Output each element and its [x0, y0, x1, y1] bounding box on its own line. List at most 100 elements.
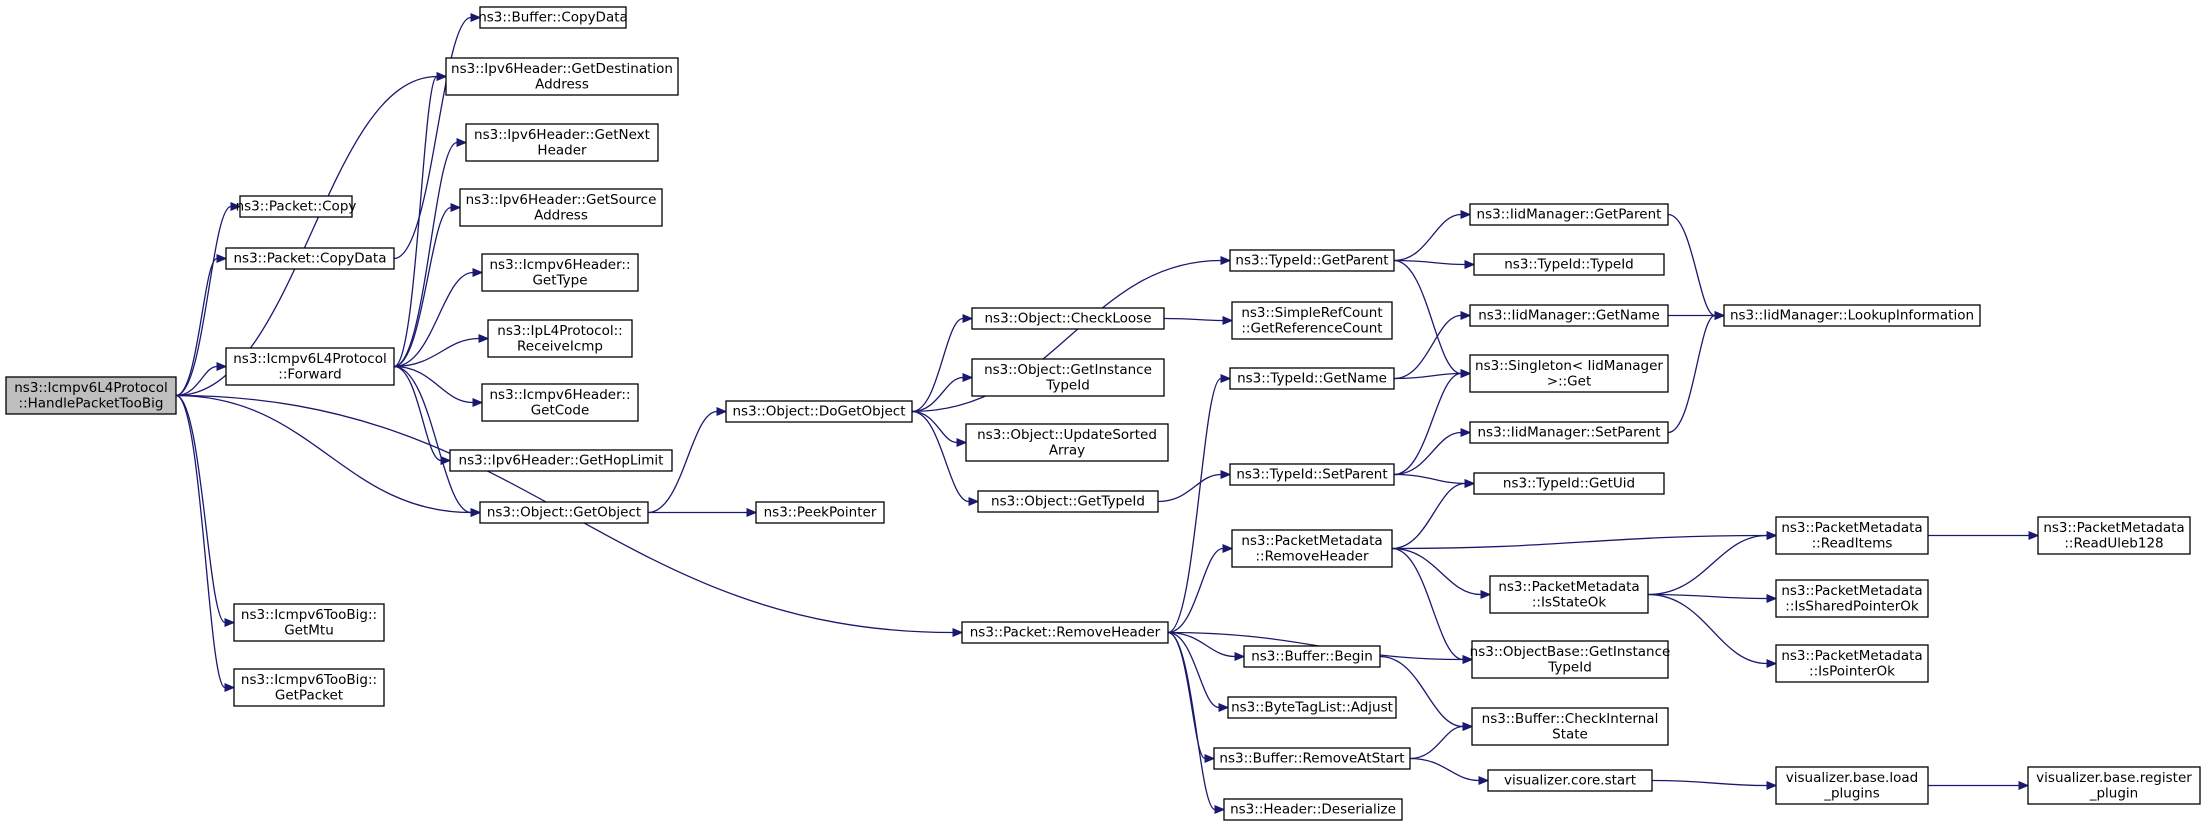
arrow-head-icon [968, 496, 980, 507]
edge-line [1409, 725, 1464, 760]
node-label: ns3::TypeId::TypeId [1504, 257, 1634, 273]
node-label: ::RemoveHeader [1255, 548, 1368, 564]
node-box [481, 253, 639, 292]
node-object-gettypeid[interactable]: ns3::Object::GetTypeId [977, 490, 1159, 513]
node-box [1229, 367, 1395, 390]
arrow-head-icon [224, 617, 236, 628]
node-packet-copydata[interactable]: ns3::Packet::CopyData [225, 247, 395, 270]
node-box [225, 347, 395, 386]
node-icmpv6-getcode[interactable]: ns3::Icmpv6Header::GetCode [481, 383, 639, 422]
node-typeid-getuid[interactable]: ns3::TypeId::GetUid [1473, 472, 1665, 495]
edge-iidm-setparent-to-iidm-lookup [1667, 310, 1726, 434]
node-pm-readitems[interactable]: ns3::PacketMetadata::ReadItems [1775, 516, 1929, 555]
node-toobig-getmtu[interactable]: ns3::Icmpv6TooBig::GetMtu [233, 603, 385, 642]
node-typeid-typeid[interactable]: ns3::TypeId::TypeId [1473, 253, 1665, 276]
node-ipv6-gethoplimit[interactable]: ns3::Ipv6Header::GetHopLimit [449, 449, 673, 472]
node-singleton-get[interactable]: ns3::Singleton< IidManager>::Get [1469, 354, 1669, 393]
node-buffer-removeatstart[interactable]: ns3::Buffer::RemoveAtStart [1213, 747, 1411, 770]
node-label: ns3::Icmpv6Header:: [490, 387, 631, 403]
node-label: ns3::IidManager::LookupInformation [1730, 308, 1974, 324]
node-iidm-setparent[interactable]: ns3::IidManager::SetParent [1469, 421, 1669, 444]
node-label: ns3::Object::DoGetObject [732, 404, 905, 420]
node-object-getobject[interactable]: ns3::Object::GetObject [479, 501, 649, 524]
edge-icmp-forward-to-ipl4-receiveicmp [393, 333, 490, 368]
node-pm-ispointerok[interactable]: ns3::PacketMetadata::IsPointerOk [1775, 644, 1929, 683]
node-visualizer-base-load[interactable]: visualizer.base.load_plugins [1775, 766, 1929, 805]
arrow-head-icon [1478, 775, 1490, 786]
node-bytetaglist-adjust[interactable]: ns3::ByteTagList::Adjust [1227, 696, 1397, 719]
node-iidm-lookup[interactable]: ns3::IidManager::LookupInformation [1723, 304, 1981, 327]
edge-line [393, 365, 442, 462]
node-box [961, 621, 1169, 644]
edge-object-getobject-to-object-dogetobject [647, 406, 728, 514]
node-pm-issharedpointerok[interactable]: ns3::PacketMetadata::IsSharedPointerOk [1775, 579, 1929, 618]
node-label: ns3::Icmpv6Header:: [490, 257, 631, 273]
edge-packet-copydata-to-buffer-copydata [393, 12, 482, 260]
arrow-head-icon [1220, 469, 1232, 480]
node-iidm-getname[interactable]: ns3::IidManager::GetName [1469, 304, 1669, 327]
edge-line [647, 410, 718, 514]
node-pm-readuleb128[interactable]: ns3::PacketMetadata::ReadUleb128 [2037, 516, 2191, 555]
node-packet-removeheader[interactable]: ns3::Packet::RemoveHeader [961, 621, 1169, 644]
node-typeid-getparent[interactable]: ns3::TypeId::GetParent [1229, 249, 1395, 272]
node-typeid-getname[interactable]: ns3::TypeId::GetName [1229, 367, 1395, 390]
node-icmp-forward[interactable]: ns3::Icmpv6L4Protocol::Forward [225, 347, 395, 386]
arrow-head-icon [2028, 530, 2040, 541]
node-pm-removeheader[interactable]: ns3::PacketMetadata::RemoveHeader [1231, 529, 1393, 568]
node-label: ::ReadItems [1812, 535, 1893, 551]
edge-line [1167, 547, 1224, 634]
node-box [971, 307, 1165, 330]
edge-line [1667, 213, 1716, 317]
node-icmpv6-gettype[interactable]: ns3::Icmpv6Header::GetType [481, 253, 639, 292]
node-pm-isstateok[interactable]: ns3::PacketMetadata::IsStateOk [1489, 575, 1649, 614]
node-object-dogetobject[interactable]: ns3::Object::DoGetObject [725, 400, 913, 423]
arrow-head-icon [962, 372, 974, 383]
node-label: TypeId [1045, 377, 1090, 393]
edge-icmp-forward-to-object-getobject [393, 365, 482, 518]
edge-line [1379, 655, 1464, 728]
node-header-deserialize[interactable]: ns3::Header::Deserialize [1223, 798, 1403, 821]
node-box [755, 501, 885, 524]
edge-object-getobject-to-peekpointer [647, 507, 758, 518]
node-label: ns3::ByteTagList::Adjust [1231, 700, 1393, 716]
edge-line [393, 75, 438, 368]
edge-icmp-forward-to-ipv6-getsource [393, 202, 462, 368]
edge-line [1167, 631, 1220, 709]
edge-line [393, 16, 472, 260]
node-ipl4-receiveicmp[interactable]: ns3::IpL4Protocol::ReceiveIcmp [487, 319, 633, 358]
node-packet-copy[interactable]: ns3::Packet::Copy [236, 195, 357, 218]
edge-root-to-toobig-getpacket [175, 394, 236, 693]
arrow-head-icon [1464, 478, 1476, 489]
node-peekpointer[interactable]: ns3::PeekPointer [755, 501, 885, 524]
arrow-head-icon [2018, 780, 2030, 791]
edge-line [393, 365, 474, 404]
node-typeid-setparent[interactable]: ns3::TypeId::SetParent [1229, 463, 1395, 486]
node-buffer-copydata[interactable]: ns3::Buffer::CopyData [478, 6, 628, 29]
node-label: ns3::IidManager::GetParent [1477, 207, 1662, 223]
arrow-head-icon [470, 12, 482, 23]
arrow-head-icon [962, 313, 974, 324]
node-box [5, 376, 177, 415]
node-visualizer-base-register[interactable]: visualizer.base.register_plugin [2027, 766, 2201, 805]
node-toobig-getpacket[interactable]: ns3::Icmpv6TooBig::GetPacket [233, 668, 385, 707]
node-iidm-getparent[interactable]: ns3::IidManager::GetParent [1469, 203, 1669, 226]
node-visualizer-core-start[interactable]: visualizer.core.start [1487, 769, 1653, 792]
node-buffer-begin[interactable]: ns3::Buffer::Begin [1243, 645, 1381, 668]
edge-iidm-getparent-to-iidm-lookup [1667, 213, 1726, 321]
node-simplerefcount[interactable]: ns3::SimpleRefCount::GetReferenceCount [1231, 301, 1393, 340]
node-root[interactable]: ns3::Icmpv6L4Protocol::HandlePacketTooBi… [5, 376, 177, 415]
edge-line [1651, 779, 1768, 787]
node-box [1775, 644, 1929, 683]
arrow-head-icon [1464, 259, 1476, 270]
edge-line [1167, 631, 1206, 760]
node-object-checkloose[interactable]: ns3::Object::CheckLoose [971, 307, 1165, 330]
node-label: ::HandlePacketTooBig [19, 395, 164, 411]
edge-line [175, 205, 232, 397]
